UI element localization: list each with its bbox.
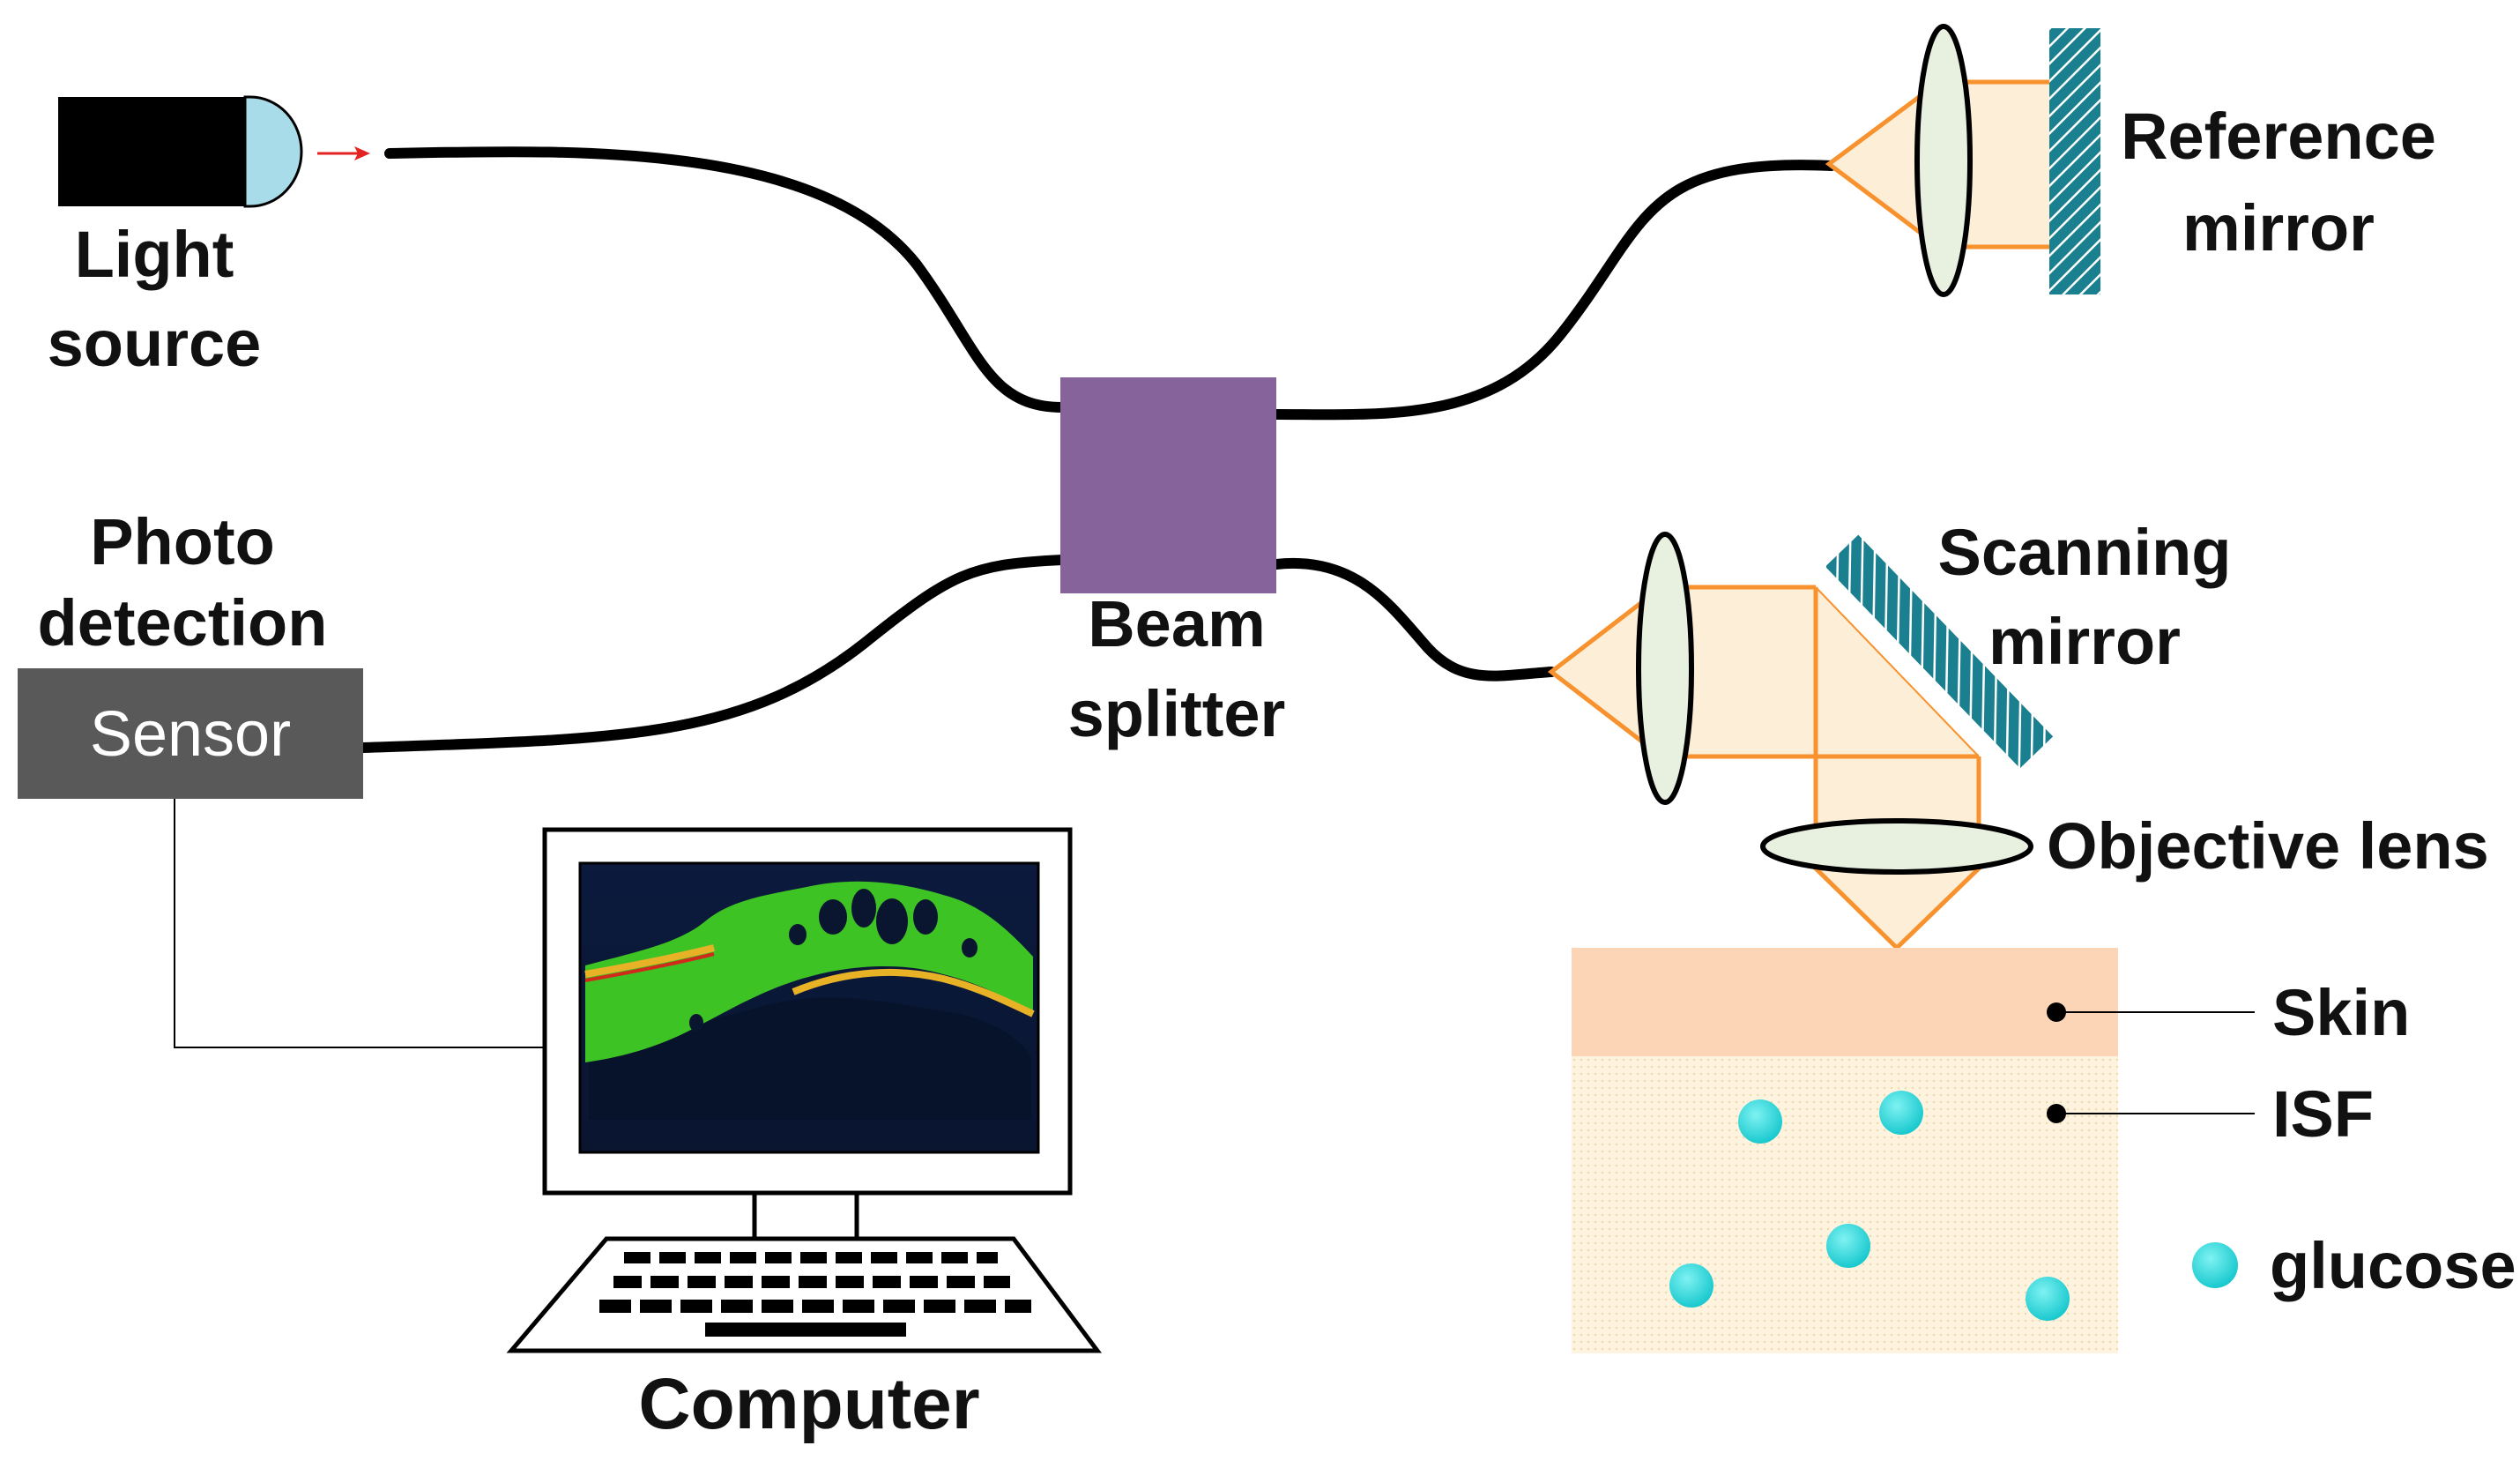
beam-splitter-label-line1: Beam (1088, 587, 1266, 660)
reference-mirror-label-line1: Reference (2121, 100, 2436, 173)
scanning-mirror-label-line2: mirror (1988, 605, 2181, 678)
glucose-molecule (1826, 1224, 1870, 1268)
light-source-body (58, 97, 245, 206)
isf-label: ISF (2272, 1077, 2374, 1151)
fiber-splitter-to-sample (1271, 557, 1557, 682)
glucose-molecule (1669, 1263, 1713, 1308)
glucose-legend-icon (2192, 1242, 2238, 1288)
tissue-sample (1572, 948, 2118, 1353)
sample-arm (1547, 532, 2054, 951)
glucose-molecule (1738, 1099, 1782, 1144)
oct-rpe-band (584, 944, 1035, 1017)
sensor-box (18, 668, 363, 799)
skin-label: Skin (2272, 976, 2410, 1049)
light-source-label-line1: Light (75, 218, 234, 291)
glucose-molecule (2026, 1277, 2070, 1321)
sensor-to-computer-cable (174, 799, 545, 1048)
objective-lens (1760, 818, 2033, 875)
red-arrow-icon (317, 146, 370, 160)
scanning-mirror-label-line1: Scanning (1937, 516, 2231, 589)
fiber-splitter-to-reference (1271, 160, 1837, 421)
reference-mirror (2049, 28, 2100, 294)
fiber-source-to-splitter (384, 146, 1067, 413)
sample-collimating-lens (1636, 532, 1694, 805)
skin-layer (1572, 948, 2118, 1056)
scanning-mirror (1825, 534, 2054, 769)
sensor-label: Sensor (90, 699, 291, 770)
glucose-molecule (1879, 1091, 1923, 1135)
beam-splitter-label-line2: splitter (1068, 677, 1286, 750)
fiber-sensor-to-splitter (357, 555, 1067, 753)
light-source-label-line2: source (48, 307, 262, 380)
photo-detection-label-line1: Photo (90, 505, 275, 578)
reference-mirror-label-line2: mirror (2182, 191, 2375, 265)
light-source (58, 95, 303, 208)
beam-splitter (1060, 377, 1276, 593)
keyboard-icon (506, 1236, 1102, 1353)
computer-monitor-icon (542, 827, 1073, 1241)
objective-lens-label: Objective lens (2047, 809, 2489, 883)
sample-beam-vertical (1816, 587, 1979, 829)
glucose-legend-label: glucose (2270, 1229, 2516, 1302)
reference-lens (1914, 24, 1973, 297)
photo-detection-label-line2: detection (38, 586, 328, 659)
light-source-tip (243, 95, 303, 208)
computer-label: Computer (638, 1364, 979, 1444)
objective-focus-cone (1810, 866, 1985, 951)
reference-arm (1825, 24, 2100, 297)
